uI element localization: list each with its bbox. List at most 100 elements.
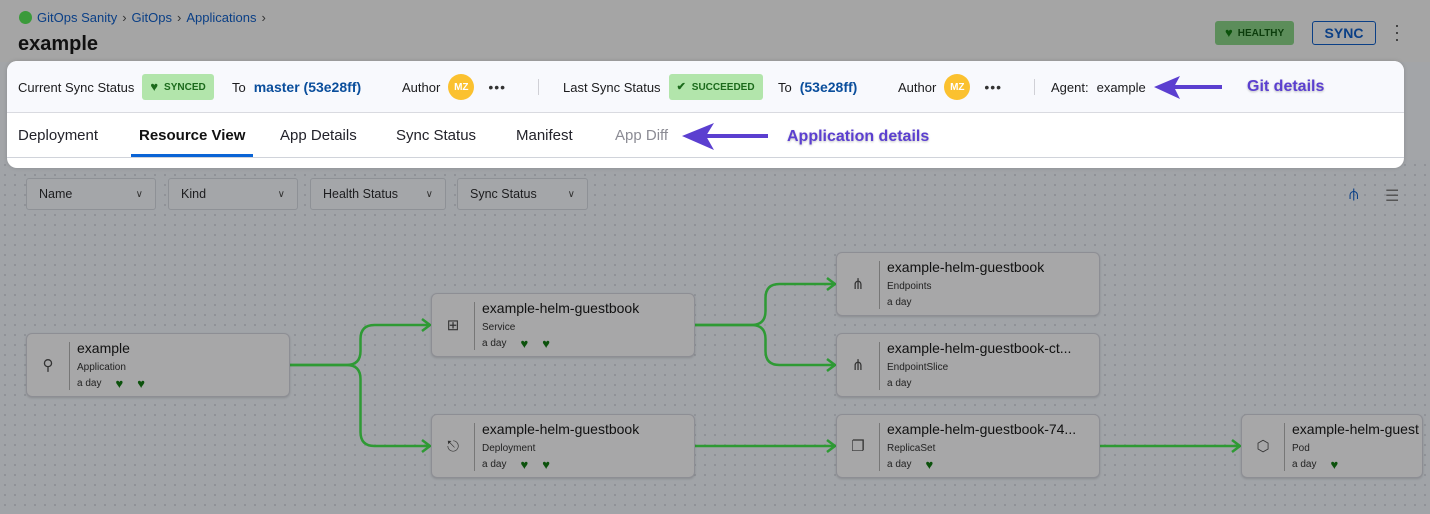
health-heart-icon: ♥ (520, 335, 529, 351)
more-options-icon[interactable]: ··· (1394, 15, 1400, 49)
resource-age: a day (1292, 459, 1317, 470)
edge-arrowhead (826, 277, 838, 291)
heart-icon: ♥ (1225, 25, 1233, 40)
gitops-logo-icon (19, 11, 32, 24)
heart-icon: ♥ (150, 79, 159, 94)
resource-node[interactable]: ⬡ example-helm-guest Pod a day♥ (1241, 414, 1423, 478)
resource-kind: Service (482, 322, 516, 333)
edge-arrowhead (421, 439, 433, 453)
author-avatar[interactable]: MZ (448, 74, 475, 100)
list-view-icon[interactable]: ☰ (1385, 188, 1400, 205)
filter-sync-status[interactable]: Sync Status ∨ (457, 178, 588, 210)
resource-name: example-helm-guestbook (887, 259, 1045, 275)
succeeded-badge-label: SUCCEEDED (691, 81, 755, 93)
endpoints-icon: ⋔ (851, 276, 865, 293)
resource-node[interactable]: ❐ example-helm-guestbook-74... ReplicaSe… (836, 414, 1100, 478)
health-heart-icon: ♥ (115, 375, 124, 391)
resource-age-row: a day♥♥ (482, 335, 550, 351)
sync-heart-icon: ♥ (137, 375, 145, 391)
filter-label: Kind (181, 187, 207, 201)
chevron-right-icon: › (261, 10, 266, 25)
author-avatar[interactable]: MZ (944, 74, 971, 100)
resource-node[interactable]: ⊞ example-helm-guestbook Service a day♥♥ (431, 293, 695, 357)
to-label: To (232, 79, 246, 95)
resource-node[interactable]: ⎋ example-helm-guestbook Deployment a da… (431, 414, 695, 478)
filter-label: Health Status (323, 187, 399, 201)
last-sync-label: Last Sync Status (563, 79, 661, 95)
filter-label: Name (39, 187, 73, 201)
resource-age-row: a day (887, 297, 911, 308)
agent-value: example (1096, 79, 1146, 95)
more-icon[interactable]: ••• (984, 79, 1003, 95)
resource-node[interactable]: ⋔ example-helm-guestbook-ct... EndpointS… (836, 333, 1100, 397)
resource-age-row: a day ♥ ♥ (77, 375, 145, 391)
filter-health-status[interactable]: Health Status ∨ (310, 178, 446, 210)
chevron-down-icon: ∨ (277, 188, 285, 200)
chevron-down-icon: ∨ (567, 188, 575, 200)
tab-manifest[interactable]: Manifest (516, 127, 573, 144)
more-icon[interactable]: ••• (488, 79, 507, 95)
tab-app-diff[interactable]: App Diff (615, 127, 669, 144)
application-icon: ⚲ (42, 357, 54, 374)
tab-resource-view[interactable]: Resource View (130, 127, 254, 157)
filter-kind[interactable]: Kind ∨ (168, 178, 298, 210)
resource-name: example-helm-guestbook (482, 421, 640, 437)
health-heart-icon: ♥ (925, 456, 934, 472)
resource-age: a day (482, 338, 507, 349)
deployment-icon: ⎋ (447, 438, 459, 455)
tab-sync-status[interactable]: Sync Status (396, 127, 477, 144)
breadcrumb-item[interactable]: GitOps (131, 10, 173, 25)
breadcrumb-item[interactable]: Applications (186, 10, 257, 25)
current-revision-link[interactable]: master (53e28ff) (253, 79, 362, 95)
chevron-right-icon: › (177, 10, 182, 25)
edge (695, 282, 834, 327)
current-sync-label: Current Sync Status (18, 79, 135, 95)
health-heart-icon: ♥ (1330, 456, 1339, 472)
divider (69, 342, 70, 390)
breadcrumb-item[interactable]: GitOps Sanity (37, 10, 118, 25)
application-details-annotation: Application details (787, 128, 930, 145)
page-header (0, 0, 1430, 62)
tab-deployment[interactable]: Deployment (18, 127, 99, 144)
resource-age-row: a day ♥ (887, 456, 934, 472)
arrow-icon (682, 123, 768, 150)
author-label: Author (402, 79, 441, 95)
tab-app-details[interactable]: App Details (280, 127, 357, 144)
filter-name[interactable]: Name ∨ (26, 178, 156, 210)
resource-age: a day (887, 297, 912, 308)
resource-age: a day (887, 459, 912, 470)
breadcrumb: GitOps Sanity› GitOps› Applications› (19, 10, 266, 25)
sync-heart-icon: ♥ (542, 456, 550, 472)
chevron-down-icon: ∨ (135, 188, 143, 200)
divider (879, 342, 880, 390)
edge (290, 323, 429, 367)
agent-label: Agent: (1051, 79, 1089, 95)
divider (474, 302, 475, 350)
resource-kind: Pod (1292, 443, 1310, 454)
health-badge: ♥ HEALTHY (1215, 21, 1295, 45)
tree-view-icon[interactable]: ⫛ (1349, 186, 1359, 203)
last-revision-link[interactable]: (53e28ff) (799, 79, 858, 95)
resource-age: a day (77, 378, 102, 389)
health-heart-icon: ♥ (520, 456, 529, 472)
chevron-down-icon: ∨ (425, 188, 433, 200)
divider (879, 261, 880, 309)
endpointslice-icon: ⋔ (851, 357, 865, 374)
edge (290, 363, 429, 448)
divider (1034, 79, 1035, 95)
health-badge-label: HEALTHY (1237, 27, 1285, 39)
filter-label: Sync Status (470, 187, 537, 201)
resource-node[interactable]: ⋔ example-helm-guestbook Endpoints a day (836, 252, 1100, 316)
git-details-annotation: Git details (1247, 78, 1325, 95)
resource-kind: Deployment (482, 443, 536, 454)
resource-node[interactable]: ⚲ example Application a day♥♥ (26, 333, 290, 397)
resource-age-row: a day ♥ (1292, 456, 1339, 472)
divider (1284, 423, 1285, 471)
divider (538, 79, 539, 95)
sync-button[interactable]: SYNC (1312, 21, 1376, 45)
page-title: example (18, 33, 99, 55)
author-label: Author (898, 79, 937, 95)
resource-age-row: a day (887, 378, 911, 389)
